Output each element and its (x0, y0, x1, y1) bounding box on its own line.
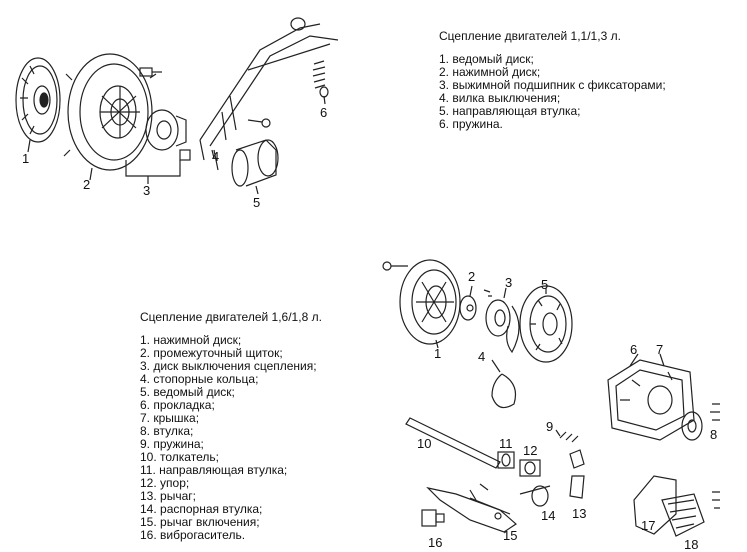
bottom-lever (569, 449, 585, 499)
caption-top: Сцепление двигателей 1,1/1,3 л. 1. ведом… (439, 30, 666, 131)
callout-bottom-1: 1 (434, 346, 442, 361)
bottom-stop (519, 459, 541, 477)
callout-bottom-11: 11 (499, 436, 513, 451)
bottom-retaining-rings (491, 305, 520, 409)
top-driven-disc (15, 57, 61, 143)
bottom-cover-plate (633, 475, 705, 537)
caption-bottom-item: 16. виброгаситель. (140, 528, 246, 542)
leader-bottom-4 (491, 359, 501, 373)
caption-bottom-item: 8. втулка; (140, 424, 194, 438)
caption-top-title: Сцепление двигателей 1,1/1,3 л. (439, 29, 621, 43)
bottom-spring (559, 431, 579, 443)
leader-top-5 (255, 185, 259, 195)
callout-bottom-8: 8 (710, 427, 718, 442)
callout-top-5: 5 (253, 195, 261, 210)
caption-bottom-item: 15. рычаг включения; (140, 515, 260, 529)
leader-bottom-6 (629, 353, 639, 367)
bottom-pressure-plate (399, 259, 461, 345)
callout-bottom-17: 17 (641, 518, 656, 533)
bottom-driven-disc (519, 285, 573, 363)
callout-bottom-7: 7 (656, 342, 664, 357)
caption-bottom-item: 1. нажимной диск; (140, 333, 242, 347)
callout-bottom-2: 2 (468, 269, 476, 284)
caption-bottom: Сцепление двигателей 1,6/1,8 л. 1. нажим… (140, 311, 322, 542)
caption-bottom-item: 2. промежуточный щиток; (140, 346, 283, 360)
caption-top-item: 1. ведомый диск; (439, 52, 534, 66)
bracket-top-3 (125, 160, 181, 177)
top-small-bolt (247, 118, 271, 128)
callout-bottom-13: 13 (572, 506, 587, 521)
bottom-bolt (382, 261, 408, 271)
leader-bottom-7 (659, 353, 665, 367)
bottom-cover-housing (607, 359, 695, 441)
top-assembly (15, 17, 339, 195)
caption-top-item: 4. вилка выключения; (439, 91, 561, 105)
callout-top-4: 4 (212, 149, 220, 164)
leader-top-6 (323, 95, 326, 105)
caption-bottom-item: 3. диск выключения сцепления; (140, 359, 317, 373)
callout-top-6: 6 (320, 105, 328, 120)
leader-bottom-9 (555, 429, 561, 437)
callout-bottom-14: 14 (541, 508, 556, 523)
caption-bottom-item: 13. рычаг; (140, 489, 196, 503)
leader-bottom-3 (503, 287, 507, 299)
callout-bottom-9: 9 (546, 419, 554, 434)
leader-top-4 (211, 149, 215, 159)
bottom-shield (459, 295, 477, 321)
callout-top-2: 2 (83, 177, 91, 192)
bottom-spacer (519, 485, 551, 507)
caption-top-item: 5. направляющая втулка; (439, 104, 581, 118)
callout-top-1: 1 (22, 151, 30, 166)
caption-top-item: 6. пружина. (439, 117, 503, 131)
top-pressure-plate (63, 53, 157, 171)
caption-bottom-title: Сцепление двигателей 1,6/1,8 л. (140, 310, 322, 324)
leader-top-2 (89, 167, 93, 181)
bottom-bushing (681, 403, 720, 441)
callout-bottom-3: 3 (505, 275, 513, 290)
caption-bottom-item: 6. прокладка; (140, 398, 215, 412)
bottom-pushrod (405, 417, 501, 469)
callout-bottom-10: 10 (417, 436, 432, 451)
callout-bottom-16: 16 (428, 535, 443, 550)
callout-bottom-6: 6 (630, 342, 638, 357)
caption-bottom-item: 9. пружина; (140, 437, 204, 451)
bottom-vibration-damper (421, 509, 445, 527)
callout-bottom-4: 4 (478, 349, 486, 364)
caption-top-item: 2. нажимной диск; (439, 65, 541, 79)
caption-bottom-item: 12. упор; (140, 476, 190, 490)
leader-bottom-1 (435, 339, 439, 349)
bottom-assembly (382, 259, 720, 537)
caption-bottom-item: 4. стопорные кольца; (140, 372, 259, 386)
callout-top-3: 3 (143, 183, 151, 198)
caption-bottom-item: 14. распорная втулка; (140, 502, 263, 516)
leader-bottom-2 (469, 285, 473, 297)
callout-bottom-15: 15 (503, 528, 518, 543)
top-release-bearing (145, 109, 191, 161)
leader-top-1 (27, 139, 31, 153)
bottom-guide-sleeve (497, 451, 515, 469)
top-release-fork (199, 17, 339, 171)
callout-bottom-12: 12 (523, 443, 538, 458)
callout-bottom-18: 18 (684, 537, 699, 552)
bottom-small-parts (712, 491, 720, 509)
caption-bottom-item: 10. толкатель; (140, 450, 219, 464)
callout-bottom-5: 5 (541, 277, 549, 292)
caption-bottom-item: 7. крышка; (140, 411, 200, 425)
caption-bottom-item: 11. направляющая втулка; (140, 463, 288, 477)
top-guide-sleeve (231, 139, 279, 187)
top-bolt (139, 67, 162, 77)
bottom-release-disc (483, 289, 511, 337)
top-spring (312, 60, 329, 98)
bottom-release-lever (426, 483, 517, 533)
caption-bottom-item: 5. ведомый диск; (140, 385, 235, 399)
caption-top-item: 3. выжимной подшипник с фиксаторами; (439, 78, 666, 92)
